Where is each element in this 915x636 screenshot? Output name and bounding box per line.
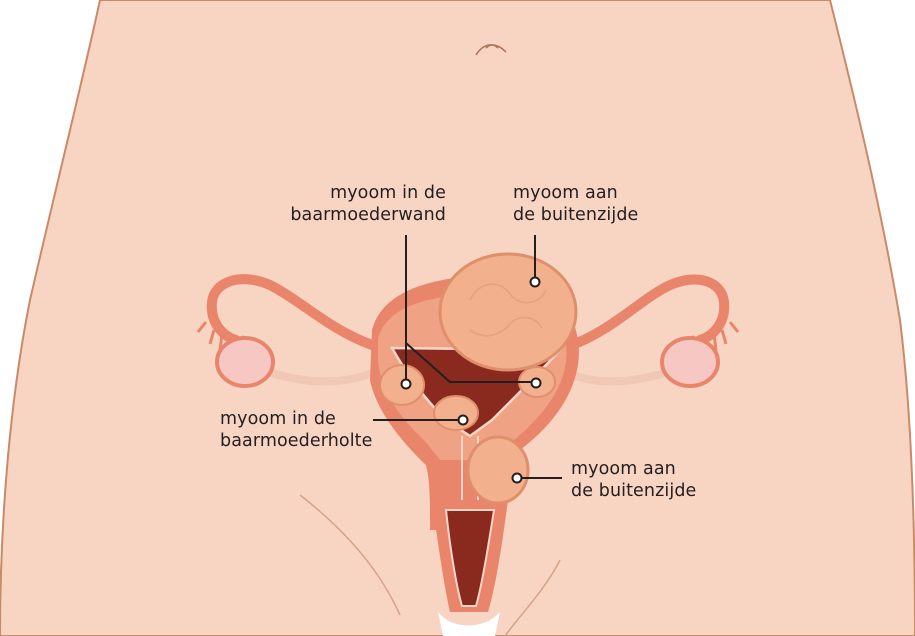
marker-intramural-right xyxy=(532,379,541,388)
label-submucosal-line1: myoom in de xyxy=(220,408,373,430)
fibroid-submucosal xyxy=(434,396,478,430)
marker-submucosal xyxy=(459,416,468,425)
marker-intramural xyxy=(402,380,411,389)
fibroid-subserosal-low xyxy=(468,437,528,503)
label-intramural: myoom in de baarmoederwand xyxy=(290,182,446,226)
fibroid-subserosal-top xyxy=(440,254,576,370)
right-ovary xyxy=(662,338,718,386)
label-subserosal-low-line2: de buitenzijde xyxy=(571,480,696,502)
label-subserosal-low: myoom aan de buitenzijde xyxy=(571,458,696,502)
label-submucosal: myoom in de baarmoederholte xyxy=(220,408,373,452)
label-submucosal-line2: baarmoederholte xyxy=(220,430,373,452)
label-subserosal-top-line1: myoom aan xyxy=(513,182,638,204)
label-intramural-line2: baarmoederwand xyxy=(290,204,446,226)
label-subserosal-top-line2: de buitenzijde xyxy=(513,204,638,226)
label-subserosal-low-line1: myoom aan xyxy=(571,458,696,480)
label-intramural-line1: myoom in de xyxy=(290,182,446,204)
left-ovary xyxy=(217,338,273,386)
label-subserosal-top: myoom aan de buitenzijde xyxy=(513,182,638,226)
marker-subserosal-top xyxy=(531,278,540,287)
marker-subserosal-low xyxy=(513,474,522,483)
